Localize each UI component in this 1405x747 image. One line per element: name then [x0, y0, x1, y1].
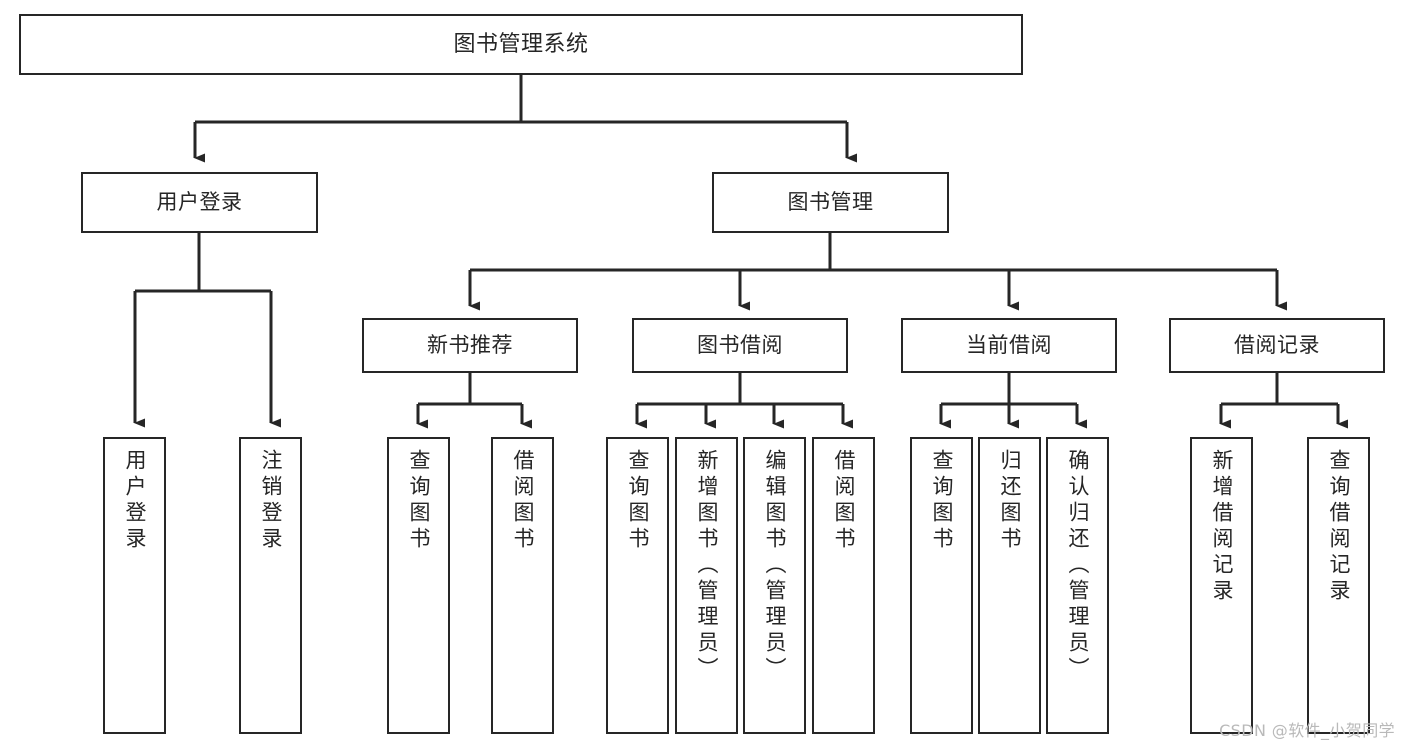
- node-leaf-edit-book[interactable]: 编辑图书（管理员）: [743, 437, 806, 734]
- node-leaf-user-login-label: 用户登录: [123, 449, 147, 553]
- node-leaf-borrow-book-a-label: 借阅图书: [511, 449, 535, 553]
- node-book-manage[interactable]: 图书管理: [712, 172, 949, 233]
- node-leaf-logout[interactable]: 注销登录: [239, 437, 302, 734]
- node-new-book-rec[interactable]: 新书推荐: [362, 318, 578, 373]
- node-leaf-add-book-label: 新增图书（管理员）: [695, 449, 719, 683]
- node-book-manage-label: 图书管理: [787, 190, 874, 215]
- node-leaf-confirm-return-label: 确认归还（管理员）: [1066, 449, 1090, 683]
- node-leaf-return-book-label: 归还图书: [998, 449, 1022, 553]
- node-leaf-user-login[interactable]: 用户登录: [103, 437, 166, 734]
- node-user-login-label: 用户登录: [156, 190, 243, 215]
- node-root-label: 图书管理系统: [453, 31, 589, 57]
- node-leaf-logout-label: 注销登录: [259, 449, 283, 553]
- node-root[interactable]: 图书管理系统: [19, 14, 1023, 75]
- node-leaf-query-record[interactable]: 查询借阅记录: [1307, 437, 1370, 734]
- node-user-login[interactable]: 用户登录: [81, 172, 318, 233]
- node-book-borrow-label: 图书借阅: [697, 333, 783, 358]
- node-leaf-query-book-c[interactable]: 查询图书: [910, 437, 973, 734]
- node-leaf-add-record[interactable]: 新增借阅记录: [1190, 437, 1253, 734]
- node-current-borrow[interactable]: 当前借阅: [901, 318, 1117, 373]
- node-borrow-record-label: 借阅记录: [1234, 333, 1320, 358]
- node-leaf-add-book[interactable]: 新增图书（管理员）: [675, 437, 738, 734]
- watermark-text: CSDN @软件_小贺同学: [1219, 721, 1395, 740]
- node-leaf-query-book-b[interactable]: 查询图书: [606, 437, 669, 734]
- node-book-borrow[interactable]: 图书借阅: [632, 318, 848, 373]
- node-leaf-borrow-book-b[interactable]: 借阅图书: [812, 437, 875, 734]
- node-leaf-query-book-b-label: 查询图书: [626, 449, 650, 553]
- node-leaf-return-book[interactable]: 归还图书: [978, 437, 1041, 734]
- node-leaf-confirm-return[interactable]: 确认归还（管理员）: [1046, 437, 1109, 734]
- node-leaf-add-record-label: 新增借阅记录: [1210, 449, 1234, 605]
- node-leaf-edit-book-label: 编辑图书（管理员）: [763, 449, 787, 683]
- node-leaf-query-book-c-label: 查询图书: [930, 449, 954, 553]
- node-new-book-rec-label: 新书推荐: [427, 333, 513, 358]
- node-leaf-query-record-label: 查询借阅记录: [1327, 449, 1351, 605]
- node-leaf-query-book-a[interactable]: 查询图书: [387, 437, 450, 734]
- node-current-borrow-label: 当前借阅: [966, 333, 1052, 358]
- node-borrow-record[interactable]: 借阅记录: [1169, 318, 1385, 373]
- node-leaf-borrow-book-b-label: 借阅图书: [832, 449, 856, 553]
- node-leaf-query-book-a-label: 查询图书: [407, 449, 431, 553]
- node-leaf-borrow-book-a[interactable]: 借阅图书: [491, 437, 554, 734]
